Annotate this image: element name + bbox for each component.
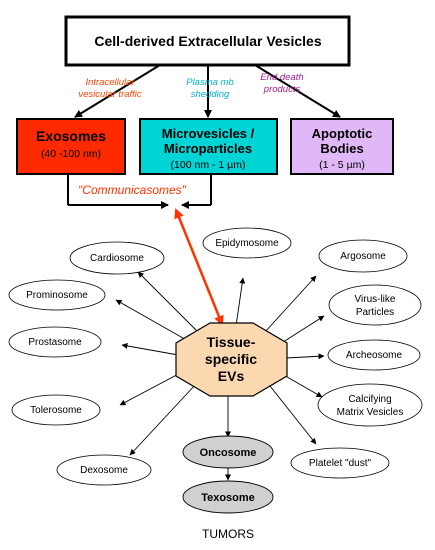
platelet-label: Platelet "dust" — [309, 458, 372, 469]
viruslike-label-1: Virus-like — [355, 294, 396, 305]
pathway-enddeath-2: products — [263, 84, 301, 95]
pathway-intracellular-2: vesicular traffic — [78, 89, 142, 100]
title-box — [64, 15, 351, 67]
dexosome-label: Dexosome — [80, 465, 128, 476]
arrow-title-exosomes — [74, 64, 161, 118]
tumors-label: TUMORS — [202, 527, 254, 541]
tolerosome-label: Tolerosome — [30, 405, 82, 416]
communicasomes-label: "Communicasomes" — [78, 183, 187, 197]
exosomes-name: Exosomes — [36, 128, 106, 144]
pathway-plasma-2: shedding — [191, 89, 230, 100]
exosomes-size: (40 -100 nm) — [41, 148, 101, 160]
spokes — [115, 271, 325, 481]
texosome-node — [182, 480, 274, 514]
oncosome-label: Oncosome — [200, 447, 257, 459]
epidymosome-node — [202, 227, 292, 259]
exosomes-box — [16, 118, 126, 175]
viruslike-label-2: Particles — [356, 307, 394, 318]
archeosome-node — [327, 339, 421, 371]
archeosome-label: Archeosome — [346, 350, 403, 361]
title-text: Cell-derived Extracellular Vesicles — [94, 33, 321, 49]
prostasome-node — [8, 326, 102, 358]
argosome-node — [318, 239, 408, 273]
pathway-plasma-1: Plasma mb — [186, 77, 234, 88]
pathway-enddeath-1: End death — [260, 72, 303, 83]
dexosome-node — [56, 454, 152, 486]
cardiosome-node — [69, 241, 165, 275]
platelet-node — [290, 447, 390, 479]
argosome-label: Argosome — [340, 251, 386, 262]
center-line1: Tissue- — [207, 334, 256, 350]
cardiosome-label: Cardiosome — [90, 253, 144, 264]
calcifying-label-1: Calcifying — [348, 394, 391, 405]
microvesicles-line2: Microparticles — [164, 141, 252, 156]
oncosome-node — [182, 435, 274, 469]
prostasome-label: Prostasome — [28, 337, 82, 348]
microvesicles-size: (100 nm - 1 µm) — [171, 159, 246, 171]
epidymosome-label: Epidymosome — [215, 238, 279, 249]
texosome-label: Texosome — [201, 492, 255, 504]
viruslike-node — [328, 284, 422, 326]
center-line2: specific — [205, 351, 257, 367]
tolerosome-node — [11, 394, 101, 426]
arrow-title-apoptotic — [254, 64, 341, 118]
calcifying-label-2: Matrix Vesicles — [337, 407, 404, 418]
red-double-arrow — [174, 208, 224, 326]
microvesicles-box — [139, 118, 278, 175]
pathway-intracellular-1: Intracellular — [85, 77, 135, 88]
apoptotic-line2: Bodies — [320, 141, 363, 156]
apoptotic-line1: Apoptotic — [312, 126, 373, 141]
microvesicles-line1: Microvesicles / — [162, 126, 255, 141]
center-line3: EVs — [218, 368, 245, 384]
calcifying-node — [317, 383, 423, 427]
apoptotic-size: (1 - 5 µm) — [319, 159, 365, 171]
prominosome-label: Prominosome — [26, 290, 88, 301]
tissue-specific-octagon — [175, 322, 288, 397]
apoptotic-box — [290, 118, 394, 175]
prominosome-node — [8, 279, 106, 311]
